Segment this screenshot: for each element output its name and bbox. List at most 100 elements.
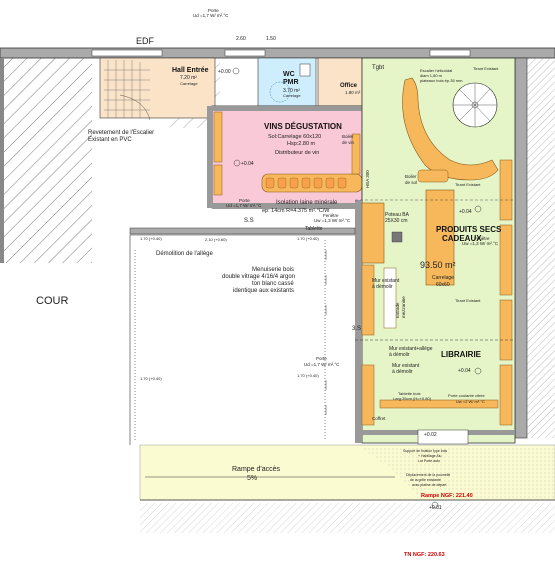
vins-bottom-wall [212, 203, 362, 209]
estrade-2: mezzanine [401, 296, 406, 318]
vins-ss: S.S [244, 218, 254, 224]
level-markers [232, 67, 482, 509]
mur-allege-2: à démolir [389, 352, 410, 358]
vins-isolation-1: Isolation laine minérale [276, 200, 338, 206]
tirant-existant-2: Tirant Existant [455, 298, 481, 303]
office-name: Office [340, 83, 358, 89]
office-zone [317, 57, 363, 107]
tirant-existant: Tirant Existant [473, 66, 499, 71]
support-2: + Habillage Alu [418, 454, 442, 458]
sidewalk-hatch [140, 503, 555, 533]
dim-small-3: 1.70 (+0.40) [297, 236, 319, 241]
menuiserie-line-3: ton blanc cassé [252, 281, 294, 287]
stair-existing [104, 60, 151, 121]
display-right-4 [499, 364, 513, 426]
mur-allege-1: Mur existant+allège [389, 346, 433, 352]
estrade-1: Estrade [395, 302, 400, 318]
hall-floor: Carrelage [180, 81, 198, 86]
produits-level: +0.04 [459, 209, 472, 215]
rampe-slope: 5% [247, 475, 257, 482]
menuiserie-line-2: double vitrage 4/16/4 argon [222, 274, 295, 280]
support-3: Lot Porte auto [418, 459, 440, 463]
wine-distributor-units [265, 177, 347, 189]
rampe-ngf: Rampe NGF: 221.40 [421, 493, 473, 499]
revetement-line-1: Revetement de l'Escalier [88, 130, 154, 136]
vins-left-wall [207, 106, 213, 208]
wc-name-2: PMR [283, 79, 299, 86]
right-wall [514, 57, 528, 439]
wine-distributor [261, 173, 363, 193]
top-porte-ud: Ud =1,7 W/ m².°C [193, 13, 229, 18]
wine-shelf-left [213, 111, 223, 163]
wc-toilet [299, 63, 311, 77]
wc-name-1: WC [283, 71, 295, 78]
top-window-3 [429, 49, 471, 57]
outside-level: +0.01 [429, 505, 442, 511]
carrelage-1: Carrelage [432, 275, 454, 281]
tablette-label: Tablette [305, 226, 323, 232]
vins-name: VINS DÉGUSTATION [264, 122, 342, 131]
hatched-zone-left [0, 58, 92, 263]
mur-existant-3: Mur existant [392, 363, 420, 369]
produits-fenetre: Fenêtre [474, 236, 490, 241]
mur-existant-1: Mur existant [372, 278, 400, 284]
carrelage-2: 60x60 [436, 282, 450, 288]
display-left-2 [361, 264, 375, 336]
spiral-staircase [452, 82, 498, 128]
hall-area: 7.20 m² [180, 75, 197, 81]
rampe-name: Rampe d'accès [232, 466, 281, 473]
counter-stand [417, 169, 449, 183]
tablette-bois-1: Tablette bois [398, 391, 420, 396]
tirant-existant-3: Tirant Existant [455, 182, 481, 187]
garden-zone [355, 445, 555, 500]
vins-fenetre: Fenêtre [323, 213, 339, 218]
produits-area: 93.50 m² [420, 260, 456, 270]
estrade [383, 267, 397, 329]
porte-cour-ud: Ud =1,7 W/ m².°C [304, 362, 340, 367]
dim-small-1: 1.70 (+0.40) [140, 236, 162, 241]
vins-top-wall [212, 106, 362, 111]
mur-existant-4: à démolir [392, 369, 413, 375]
display-left-3 [361, 364, 375, 426]
wc-floor: Carrelage [283, 93, 301, 98]
librairie-name: LIBRAIRIE [441, 350, 482, 359]
menuiserie-line-1: Menuiserie bois [252, 267, 294, 273]
vins-floor: Sol:Carrelage 60x120 [268, 134, 321, 140]
cour-label: COUR [36, 295, 68, 307]
produits-name-2: CADEAUX [442, 234, 482, 243]
porte-cour: Porte [316, 356, 327, 361]
display-right-2 [499, 224, 513, 296]
dim-top-1: 2.60 [236, 36, 246, 42]
top-wall [0, 47, 555, 59]
poteau-ba [391, 231, 403, 243]
entrance-door [417, 429, 469, 445]
vins-boiler-1: Boiler [342, 134, 354, 139]
porte-coulante-1: Porte coulante vitrée [448, 393, 485, 398]
librairie-ss: 3.S [352, 326, 361, 332]
produits-name-1: PRODUITS SECS [436, 225, 502, 234]
wine-shelf-left-2 [213, 164, 223, 196]
escalier-line-3: plateaux bois ép.35 mm [420, 78, 463, 83]
dim-top-2: 1.50 [266, 36, 276, 42]
courtyard-wall [129, 227, 356, 235]
librairie-level: +0.04 [458, 368, 471, 374]
coffret-label: Coffret [372, 416, 386, 421]
top-window-1 [91, 49, 163, 57]
deplacement-2: de la grille existante [410, 478, 441, 482]
poteau-line-2: 25X30 cm [385, 218, 408, 224]
vins-porte-ud: Ud =1,7 W/ m².°C [226, 203, 262, 208]
escalier-line-1: Escalier hélicoïdal [420, 68, 452, 73]
tgbt-label: Tgbt [372, 65, 384, 71]
tn-ngf: TN NGF: 220.63 [404, 552, 445, 558]
vins-level: +0.04 [241, 161, 254, 167]
dim-small-2: 2.10 (+0.60) [205, 237, 227, 242]
wine-boiler [351, 133, 361, 175]
hea-label: HEA 300 [365, 170, 370, 188]
boiler-sol-2: de sol [405, 180, 417, 185]
deplacement-1: Déplacement de la poumelle [406, 473, 450, 477]
curved-counter [402, 77, 499, 181]
vins-distributeur: Distributeur de vin [275, 150, 319, 156]
hall-level: +0.00 [218, 69, 231, 75]
dim-small-4: 1.70 (+0.40) [297, 373, 319, 378]
